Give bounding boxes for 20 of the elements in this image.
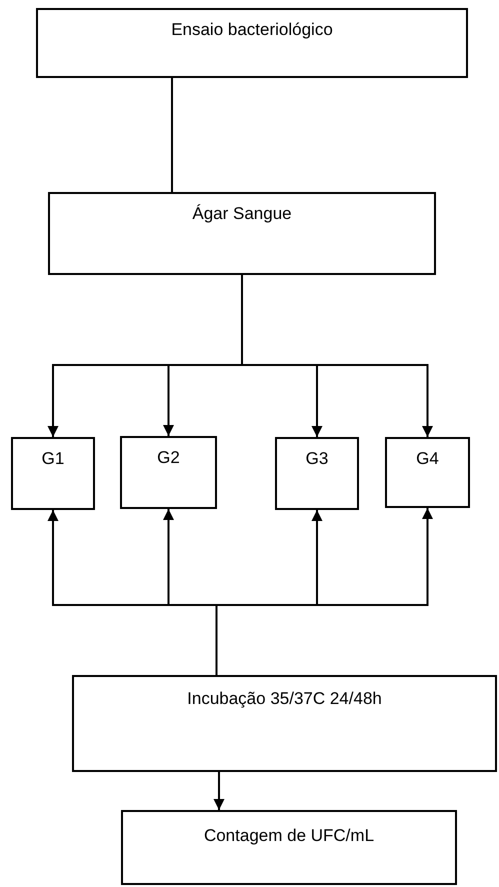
process-box bbox=[72, 675, 497, 772]
box-label: Incubação 35/37C 24/48h bbox=[186, 689, 383, 709]
process-box bbox=[385, 437, 470, 508]
process-box bbox=[48, 192, 436, 275]
arrow bbox=[216, 508, 433, 675]
box-label: G2 bbox=[156, 448, 181, 468]
box-label: G3 bbox=[304, 449, 330, 469]
process-box bbox=[11, 437, 95, 510]
process-box bbox=[275, 437, 359, 510]
box-label: G1 bbox=[40, 449, 66, 469]
box-label: Ágar Sangue bbox=[191, 204, 293, 224]
arrow bbox=[241, 275, 433, 437]
process-box bbox=[36, 8, 468, 78]
box-label: Ensaio bacteriológico bbox=[170, 20, 334, 40]
box-label: G4 bbox=[415, 449, 440, 469]
process-box bbox=[121, 810, 457, 885]
arrow bbox=[214, 772, 224, 810]
box-label: Contagem de UFC/mL bbox=[202, 826, 376, 846]
process-box bbox=[120, 436, 217, 509]
connector-line bbox=[171, 78, 173, 192]
